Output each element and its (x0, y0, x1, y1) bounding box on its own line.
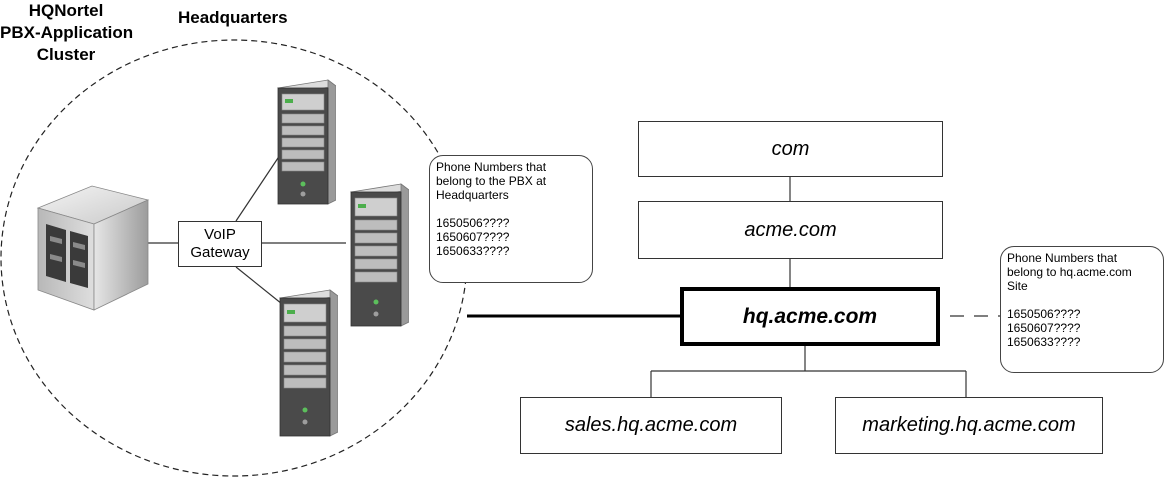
pbx-device-icon (36, 185, 150, 311)
headquarters-title: Headquarters (178, 8, 288, 27)
cluster-label-line-1: HQNortel (28, 1, 104, 20)
phone-number: 1650506???? (1007, 307, 1081, 321)
cluster-label-line-2: PBX-Application (0, 23, 134, 42)
server-tower-icon (277, 79, 336, 205)
gateway-label-line-2: Gateway (190, 244, 250, 261)
pbx-numbers-callout: Phone Numbers that belong to the PBX at … (429, 155, 593, 283)
link-gateway-server-1 (235, 151, 283, 222)
callout-heading-line: Site (1007, 279, 1028, 293)
domain-node-acme: acme.com (638, 201, 943, 259)
phone-number: 1650633???? (1007, 335, 1081, 349)
phone-number: 1650506???? (436, 216, 510, 230)
callout-heading-line: belong to the PBX at (436, 174, 547, 188)
phone-number: 1650607???? (436, 230, 510, 244)
callout-heading-line: belong to hq.acme.com (1007, 265, 1132, 279)
gateway-label-line-1: VoIP (204, 226, 236, 243)
voip-gateway: VoIP Gateway (178, 221, 262, 267)
callout-heading-line: Phone Numbers that (436, 160, 547, 174)
domain-node-hq: hq.acme.com (680, 287, 940, 346)
cluster-label-line-3: Cluster (36, 45, 96, 64)
cluster-label: HQNortel PBX-Application Cluster (0, 0, 134, 66)
phone-number: 1650633???? (436, 244, 510, 258)
domain-node-sales: sales.hq.acme.com (520, 397, 782, 454)
server-tower-icon (350, 183, 409, 327)
domain-node-com: com (638, 121, 943, 177)
domain-node-marketing: marketing.hq.acme.com (835, 397, 1103, 454)
callout-heading-line: Phone Numbers that (1007, 251, 1118, 265)
server-tower-icon (279, 289, 338, 437)
phone-number: 1650607???? (1007, 321, 1081, 335)
callout-heading-line: Headquarters (436, 188, 509, 202)
site-numbers-callout: Phone Numbers that belong to hq.acme.com… (1000, 246, 1164, 373)
